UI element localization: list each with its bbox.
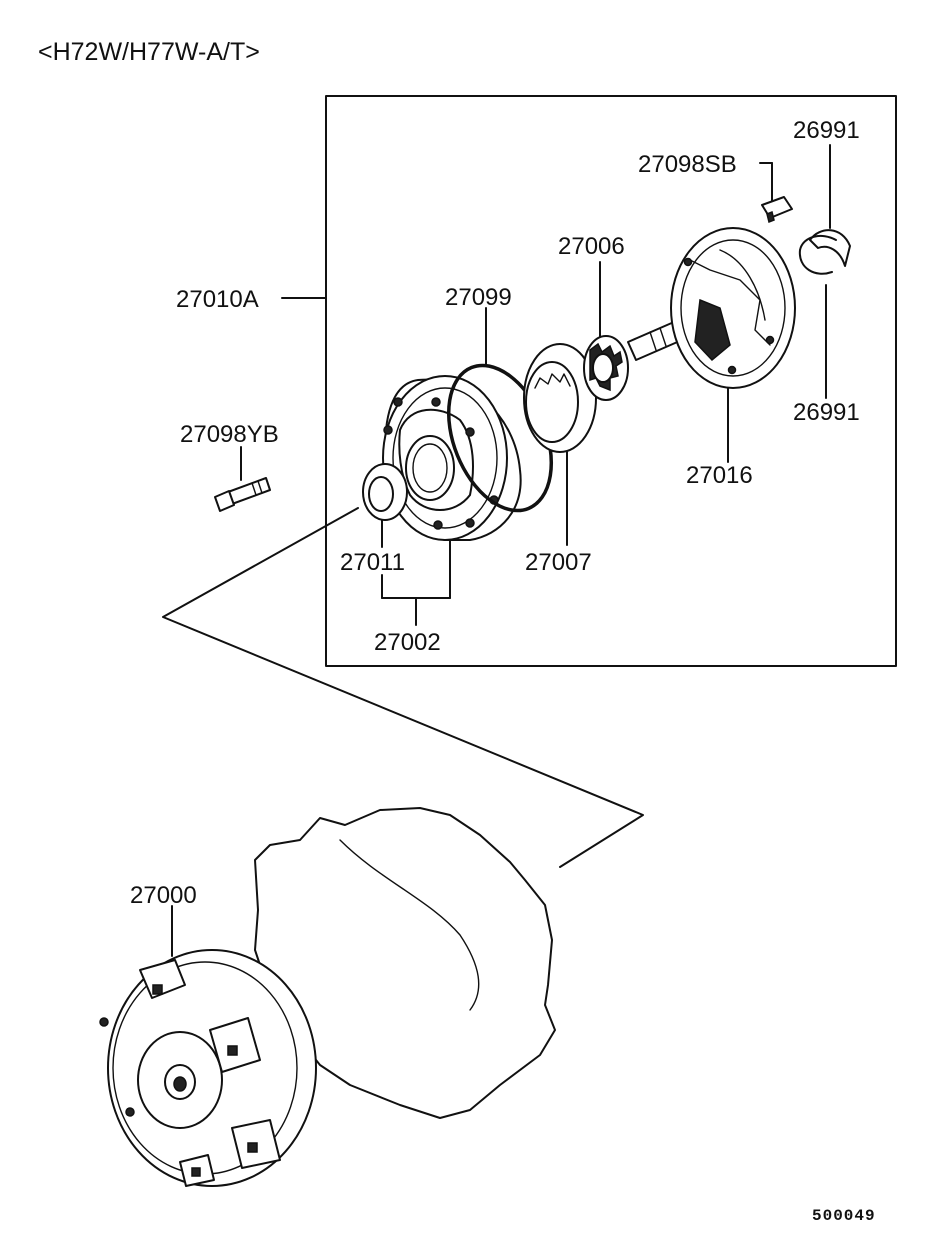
label-27010a: 27010A: [176, 286, 259, 313]
seal-27011: [362, 463, 408, 521]
part-labels: 27010A 26991 27098SB 27006 27099 26991 2…: [130, 117, 860, 909]
label-27099: 27099: [445, 284, 512, 311]
pump-housing-27002: [382, 375, 522, 541]
torque-converter-27000: [99, 949, 317, 1187]
label-27016: 27016: [686, 462, 753, 489]
retainer-lower-26991: [798, 234, 837, 275]
label-27011: 27011: [340, 549, 405, 576]
stator-shaft-27016: [627, 227, 796, 389]
diagram-title: <H72W/H77W-A/T>: [38, 38, 260, 66]
gear-27006: [583, 335, 629, 401]
plug-27098sb: [761, 196, 793, 224]
label-27006: 27006: [558, 233, 625, 260]
label-27002: 27002: [374, 629, 441, 656]
label-26991-upper: 26991: [793, 117, 860, 144]
label-26991-lower: 26991: [793, 399, 860, 426]
bolt-27098yb: [214, 477, 271, 512]
label-27000: 27000: [130, 882, 197, 909]
retainer-upper-26991: [809, 229, 851, 267]
transmission-case-ridge: [339, 839, 480, 1011]
assembly-box: [325, 95, 897, 667]
label-27007: 27007: [525, 549, 592, 576]
gear-ring-27007: [523, 343, 597, 453]
drawing-code: 500049: [812, 1207, 876, 1225]
label-27098yb: 27098YB: [180, 421, 279, 448]
label-27098sb: 27098SB: [638, 151, 737, 178]
